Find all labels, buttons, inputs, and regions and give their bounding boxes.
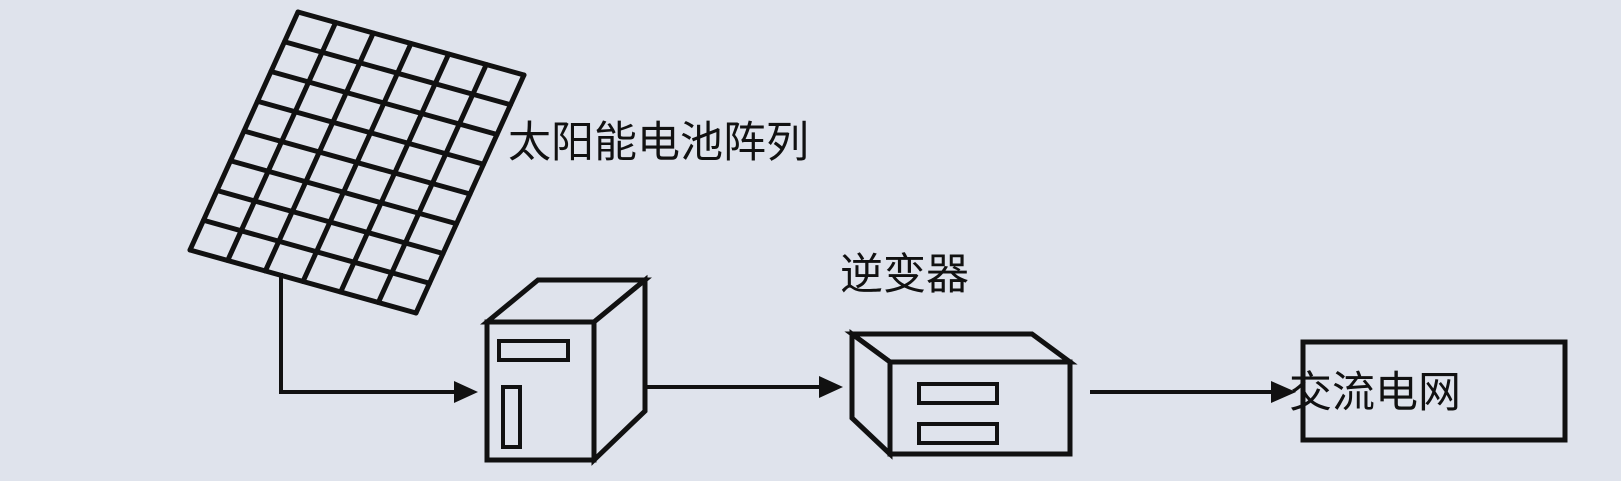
solar-panel-icon	[187, 9, 527, 316]
inverter-icon	[844, 329, 1078, 460]
inverter-label: 逆变器	[840, 250, 969, 300]
panel-grid-row-line	[214, 188, 446, 256]
controller-cabinet-icon	[480, 274, 652, 466]
arrow-panel-to-controller	[279, 273, 455, 394]
panel-grid-row-line	[187, 247, 419, 316]
panel-grid-row-line	[201, 217, 432, 286]
panel-grid-row-line	[282, 39, 513, 108]
ac-grid-label: 交流电网	[1289, 368, 1461, 418]
panel-grid-row-line	[241, 128, 473, 197]
ac-grid-box	[1300, 339, 1568, 443]
panel-grid-row-line	[228, 158, 459, 227]
panel-grid-row-line	[268, 69, 500, 137]
panel-grid-row-line	[295, 9, 527, 78]
solar-array-label: 太阳能电池阵列	[508, 118, 809, 168]
arrowhead-controller-to-inverter	[819, 376, 843, 398]
arrowhead-panel-to-controller	[454, 381, 478, 403]
arrowhead-inverter-to-grid	[1271, 381, 1296, 403]
panel-grid-row-line	[255, 98, 486, 167]
